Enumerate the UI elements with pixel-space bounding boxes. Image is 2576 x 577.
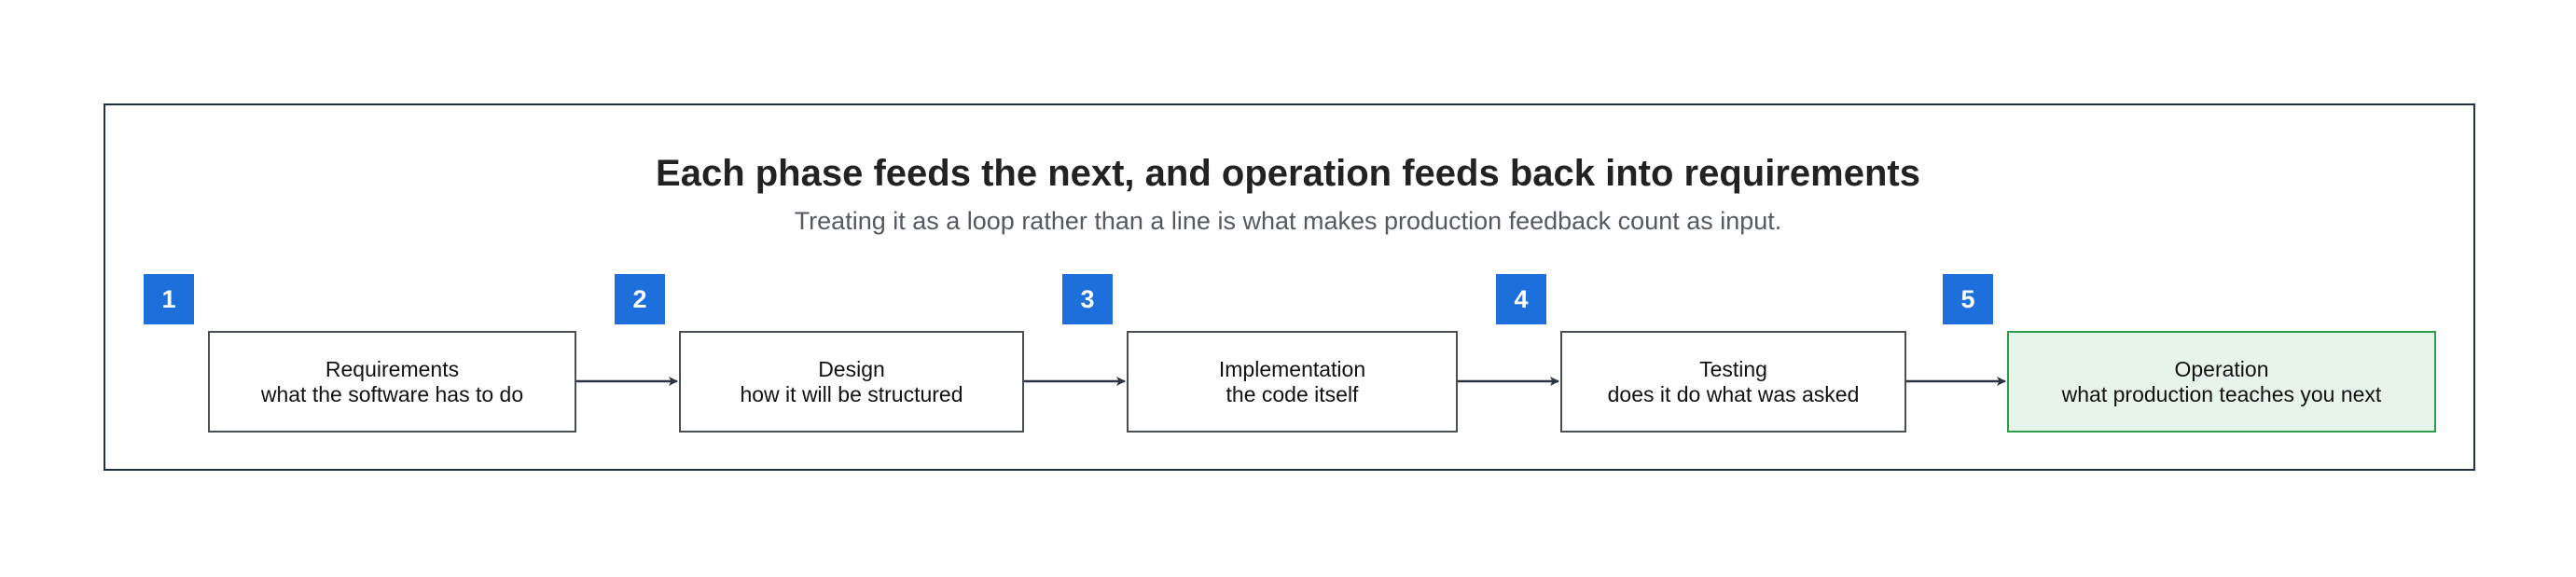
step-5-badge: 5 xyxy=(1943,274,1993,324)
step-2-design: Design how it will be structured xyxy=(679,331,1024,433)
diagram-subtitle: Treating it as a loop rather than a line… xyxy=(794,207,1782,235)
step-4-description: does it do what was asked xyxy=(1607,381,1860,406)
step-5-operation: Operation what production teaches you ne… xyxy=(2007,331,2436,433)
step-2-name: Design xyxy=(818,356,885,381)
step-3-description: the code itself xyxy=(1226,381,1359,406)
step-1-description: what the software has to do xyxy=(260,381,524,406)
step-4-testing: Testing does it do what was asked xyxy=(1560,331,1906,433)
step-1-badge: 1 xyxy=(144,274,194,324)
step-3-badge: 3 xyxy=(1062,274,1113,324)
step-3-implementation: Implementation the code itself xyxy=(1127,331,1458,433)
step-5-name: Operation xyxy=(2174,356,2269,381)
step-3-name: Implementation xyxy=(1218,356,1366,381)
step-4-badge: 4 xyxy=(1496,274,1546,324)
step-2-description: how it will be structured xyxy=(740,381,963,406)
step-4-name: Testing xyxy=(1699,356,1767,381)
diagram-title: Each phase feeds the next, and operation… xyxy=(656,153,1920,194)
step-2-badge: 2 xyxy=(615,274,665,324)
step-5-description: what production teaches you next xyxy=(2061,381,2382,406)
step-1-name: Requirements xyxy=(325,356,460,381)
step-1-requirements: Requirements what the software has to do xyxy=(208,331,576,433)
